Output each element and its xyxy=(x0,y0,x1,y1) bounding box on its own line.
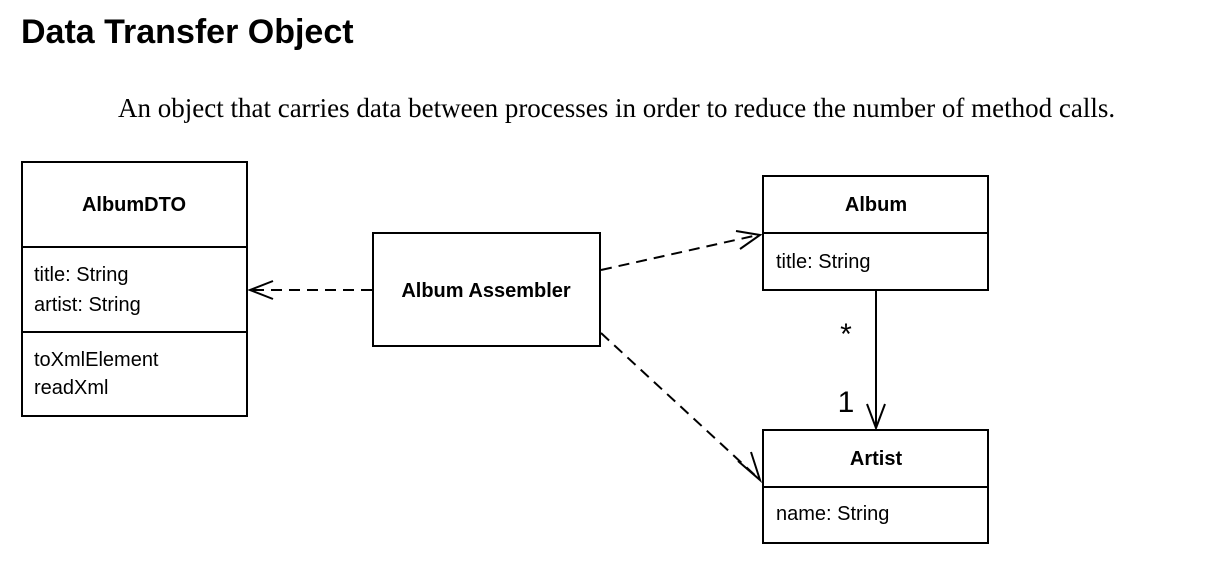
open-arrowhead-icon xyxy=(866,403,886,431)
album-dto-class[interactable]: AlbumDTO title: String artist: String to… xyxy=(21,161,248,417)
open-arrowhead-icon xyxy=(735,230,763,250)
album-dto-name: AlbumDTO xyxy=(82,194,186,216)
album-dto-method: readXml xyxy=(34,377,108,399)
page-title: Data Transfer Object xyxy=(21,13,354,51)
album-dto-attribute: title: String xyxy=(34,264,128,286)
album-assembler-box xyxy=(372,232,601,347)
association-album-artist: * 1 xyxy=(838,290,886,431)
dependency-assembler-to-artist xyxy=(600,332,763,484)
dependency-line xyxy=(600,234,759,271)
artist-name: Artist xyxy=(850,448,903,470)
album-attribute: title: String xyxy=(776,251,870,273)
artist-class[interactable]: Artist name: String xyxy=(762,429,989,544)
dependency-assembler-to-dto xyxy=(247,280,372,300)
album-dto-box xyxy=(21,161,248,417)
dependency-line xyxy=(600,332,759,479)
album-dto-attribute: artist: String xyxy=(34,294,141,316)
multiplicity-many: * xyxy=(840,318,852,351)
open-arrowhead-icon xyxy=(737,451,763,484)
page-description: An object that carries data between proc… xyxy=(118,93,1116,123)
album-dto-method: toXmlElement xyxy=(34,349,159,371)
album-assembler-class[interactable]: Album Assembler xyxy=(372,232,601,347)
open-arrowhead-icon xyxy=(247,280,274,300)
album-name: Album xyxy=(845,194,907,216)
artist-attribute: name: String xyxy=(776,503,889,525)
album-assembler-name: Album Assembler xyxy=(401,280,571,302)
multiplicity-one: 1 xyxy=(838,386,855,419)
album-class[interactable]: Album title: String xyxy=(762,175,989,291)
dependency-assembler-to-album xyxy=(600,230,763,271)
